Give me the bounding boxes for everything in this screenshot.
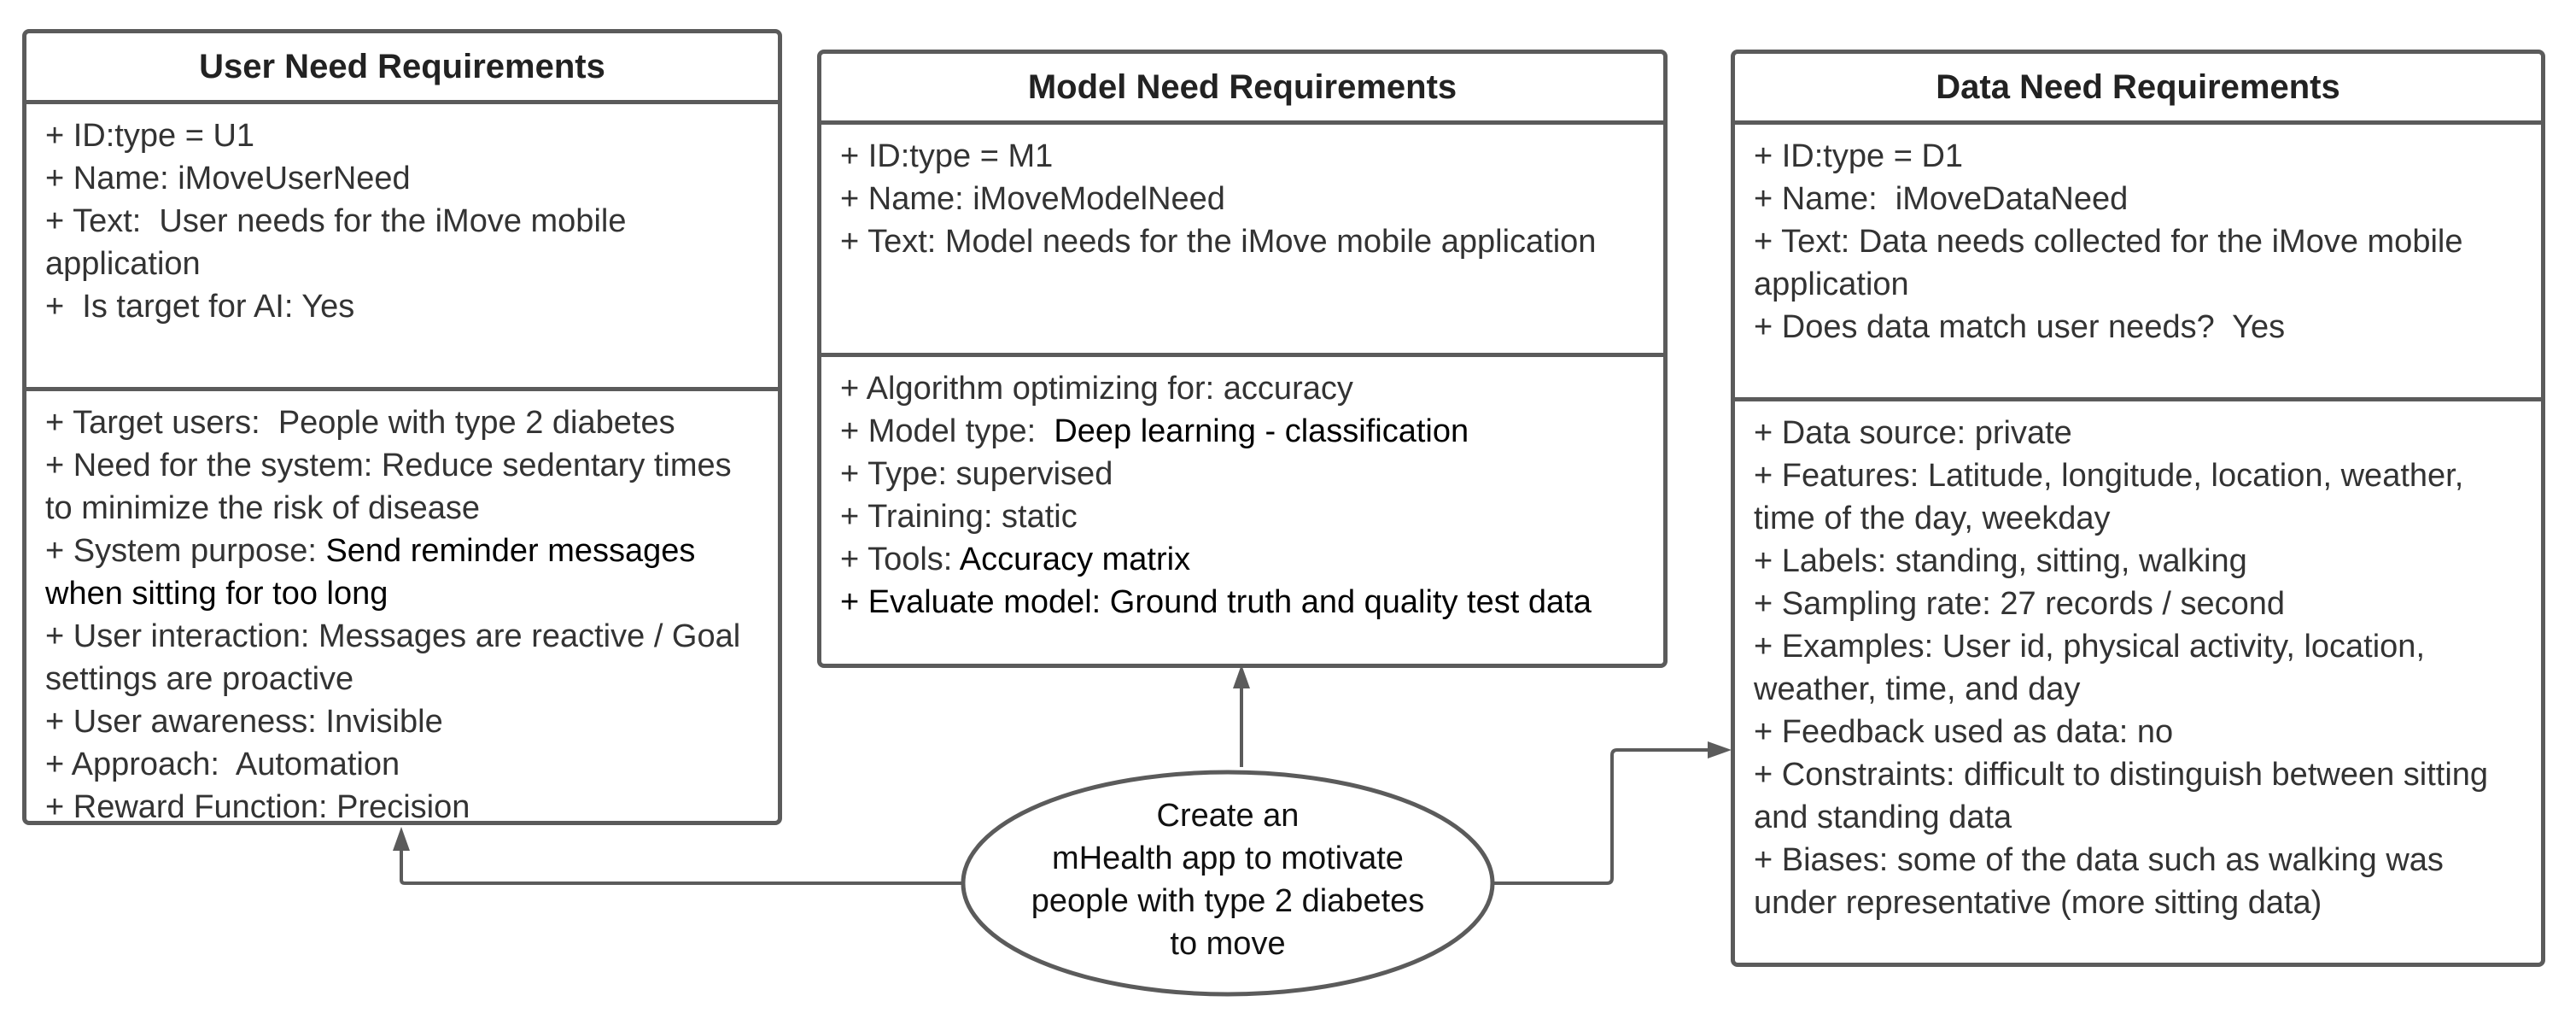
data-box-attributes: + ID:type = D1 + Name: iMoveDataNeed + T… [1735, 125, 2541, 401]
op-line: + System purpose: Send reminder messages… [45, 533, 704, 612]
arrowhead-model [1233, 665, 1250, 688]
op-line: + User awareness: Invisible [45, 704, 443, 740]
goal-line: people with type 2 diabetes [1031, 883, 1425, 919]
model-box-operations: + Algorithm optimizing for: accuracy + M… [821, 357, 1663, 624]
data-box-operations: + Data source: private + Features: Latit… [1735, 401, 2541, 924]
attr-line: + Is target for AI: Yes [45, 289, 355, 325]
user-box-title: User Need Requirements [26, 33, 778, 104]
arrow-to-user-needs [400, 839, 963, 885]
op-line: + Reward Function: Precision [45, 789, 470, 825]
goal-ellipse [961, 770, 1495, 997]
attr-line: + Name: iMoveModelNeed [840, 181, 1225, 217]
goal-line: Create an [1156, 798, 1300, 834]
data-box-title: Data Need Requirements [1735, 54, 2541, 125]
attr-line: + Text: Model needs for the iMove mobile… [840, 224, 1597, 260]
op-line: + Approach: Automation [45, 747, 400, 782]
op-line: + Training: static [840, 499, 1078, 535]
op-line: + Type: supervised [840, 456, 1113, 492]
op-line: + Biases: some of the data such as walki… [1754, 842, 2453, 921]
model-box-title: Model Need Requirements [821, 54, 1663, 125]
op-line: + User interaction: Messages are reactiv… [45, 618, 750, 697]
op-line: + Constraints: difficult to distinguish … [1754, 757, 2497, 835]
op-line: + Evaluate model: Ground truth and quali… [840, 584, 1592, 620]
arrow-to-data-needs [1492, 748, 1718, 885]
user-box-attributes: + ID:type = U1 + Name: iMoveUserNeed + T… [26, 104, 778, 391]
op-line: + Target users: People with type 2 diabe… [45, 405, 675, 441]
arrowhead-user [393, 827, 410, 851]
attr-line: + Text: Data needs collected for the iMo… [1754, 224, 2473, 302]
attr-line: + Text: User needs for the iMove mobile … [45, 203, 636, 282]
user-need-requirements-box: User Need Requirements + ID:type = U1 + … [22, 29, 782, 825]
op-line: + Need for the system: Reduce sedentary … [45, 448, 741, 526]
op-line: + Tools: Accuracy matrix [840, 542, 1191, 577]
attr-line: + Name: iMoveDataNeed [1754, 181, 2129, 217]
data-need-requirements-box: Data Need Requirements + ID:type = D1 + … [1731, 50, 2545, 967]
op-line: + Data source: private [1754, 415, 2072, 451]
goal-line: mHealth app to motivate [1052, 840, 1404, 876]
op-line: + Examples: User id, physical activity, … [1754, 629, 2434, 707]
arrowhead-data [1708, 741, 1732, 758]
attr-line: + ID:type = U1 [45, 118, 255, 154]
op-line: + Model type: Deep learning - classifica… [840, 413, 1469, 449]
op-line: + Algorithm optimizing for: accuracy [840, 371, 1353, 407]
op-line: + Feedback used as data: no [1754, 714, 2174, 750]
goal-line: to move [1170, 926, 1286, 962]
op-line: + Sampling rate: 27 records / second [1754, 586, 2286, 622]
attr-line: + Does data match user needs? Yes [1754, 309, 2286, 345]
user-box-operations: + Target users: People with type 2 diabe… [26, 391, 778, 829]
model-need-requirements-box: Model Need Requirements + ID:type = M1 +… [817, 50, 1668, 668]
attr-line: + ID:type = D1 [1754, 138, 1964, 174]
attr-line: + ID:type = M1 [840, 138, 1054, 174]
goal-text: Create an mHealth app to motivate people… [982, 794, 1474, 965]
model-box-attributes: + ID:type = M1 + Name: iMoveModelNeed + … [821, 125, 1663, 357]
op-line: + Features: Latitude, longitude, locatio… [1754, 458, 2473, 536]
op-line: + Labels: standing, sitting, walking [1754, 543, 2247, 579]
attr-line: + Name: iMoveUserNeed [45, 161, 411, 196]
